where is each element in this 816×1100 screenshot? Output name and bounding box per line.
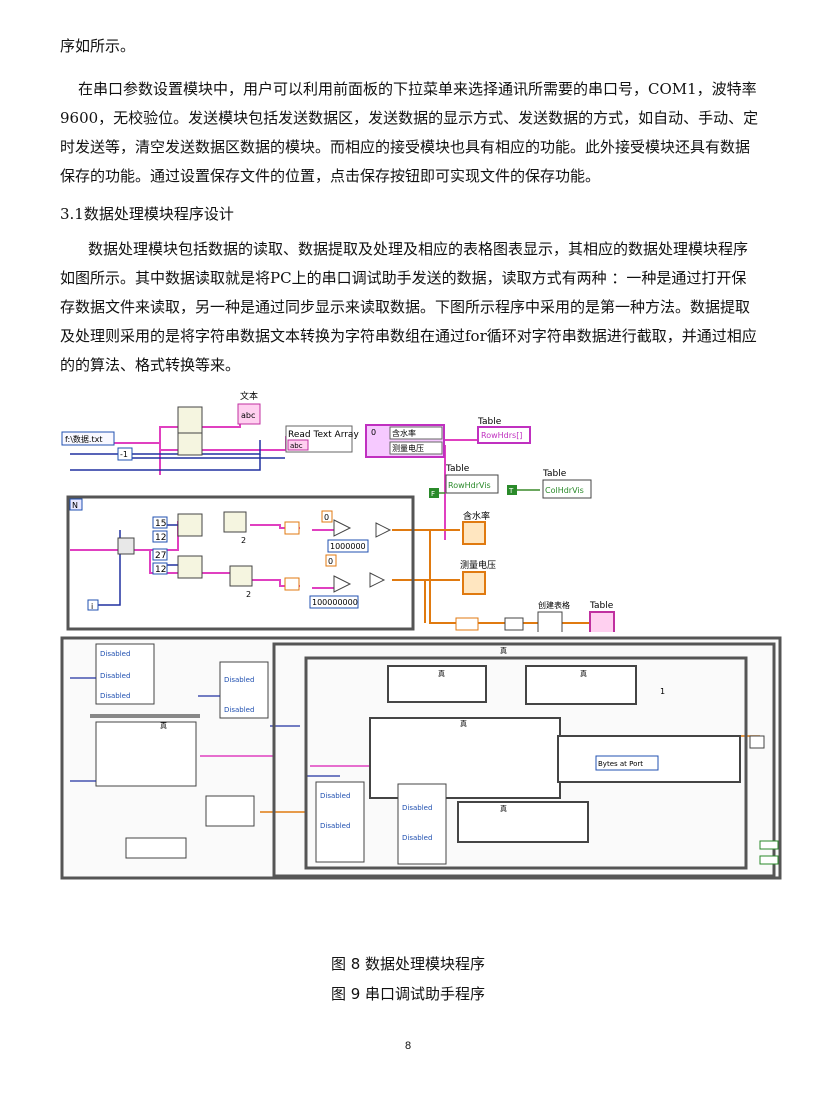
svg-text:F: F bbox=[431, 490, 435, 498]
svg-text:Disabled: Disabled bbox=[320, 792, 350, 800]
svg-text:Disabled: Disabled bbox=[224, 676, 254, 684]
svg-text:1: 1 bbox=[660, 687, 665, 696]
svg-text:Disabled: Disabled bbox=[100, 650, 130, 658]
node-bytes-at-port: Bytes at Port bbox=[598, 760, 643, 768]
array-item-ce-liang: 测量电压 bbox=[392, 443, 424, 453]
loop-index-terminal: i bbox=[91, 602, 93, 611]
svg-text:15: 15 bbox=[155, 519, 166, 529]
svg-text:0: 0 bbox=[324, 513, 329, 522]
svg-text:测量电压: 测量电压 bbox=[460, 559, 496, 571]
svg-text:真: 真 bbox=[500, 646, 507, 655]
indicator-text: abc bbox=[241, 411, 255, 420]
svg-text:12: 12 bbox=[155, 533, 166, 543]
property-colhdrvis: ColHdrVis bbox=[545, 486, 584, 495]
svg-text:2: 2 bbox=[246, 590, 251, 599]
svg-text:Disabled: Disabled bbox=[224, 706, 254, 714]
path-constant: f:\数据.txt bbox=[65, 434, 102, 444]
figure-8-block-diagram: 文本 abc f:\数据.txt -1 Read Text Array abc … bbox=[61, 390, 615, 632]
svg-text:Disabled: Disabled bbox=[100, 672, 130, 680]
label-wenben: 文本 bbox=[240, 390, 258, 402]
svg-text:Table: Table bbox=[445, 464, 470, 474]
svg-text:2: 2 bbox=[241, 536, 246, 545]
label-read-text-array: Read Text Array bbox=[288, 430, 359, 440]
constant-1000000: 1000000 bbox=[330, 542, 366, 551]
svg-text:Disabled: Disabled bbox=[100, 692, 130, 700]
page-number: 8 bbox=[404, 1040, 412, 1052]
svg-text:0: 0 bbox=[371, 428, 376, 437]
svg-text:Disabled: Disabled bbox=[402, 804, 432, 812]
svg-text:T: T bbox=[508, 487, 514, 495]
paragraph-serial-settings: 在串口参数设置模块中，用户可以利用前面板的下拉菜单来选择通讯所需要的串口号，CO… bbox=[60, 80, 759, 185]
property-rowhdrvis: RowHdrVis bbox=[448, 481, 491, 490]
svg-text:真: 真 bbox=[438, 669, 445, 678]
svg-text:abc: abc bbox=[290, 442, 303, 450]
label-chuang-jian: 创建表格 bbox=[538, 600, 570, 610]
constant-100000000: 100000000 bbox=[312, 598, 358, 607]
svg-text:真: 真 bbox=[460, 719, 467, 728]
property-rowhdrs: RowHdrs[] bbox=[481, 431, 522, 440]
svg-text:真: 真 bbox=[160, 721, 167, 730]
array-item-han-shui: 含水率 bbox=[392, 428, 416, 438]
svg-text:Disabled: Disabled bbox=[402, 834, 432, 842]
loop-count-terminal: N bbox=[72, 501, 78, 510]
svg-text:12: 12 bbox=[155, 565, 166, 575]
constant-neg1: -1 bbox=[120, 450, 128, 459]
svg-text:0: 0 bbox=[328, 557, 333, 566]
svg-text:Table: Table bbox=[589, 601, 614, 611]
section-heading-3-1: 3.1数据处理模块程序设计 bbox=[60, 205, 234, 223]
figure-9-block-diagram: Disabled Disabled Disabled Disabled Disa… bbox=[60, 636, 782, 880]
svg-text:真: 真 bbox=[580, 669, 587, 678]
caption-figure-8: 图 8 数据处理模块程序 bbox=[330, 955, 486, 973]
svg-text:Disabled: Disabled bbox=[320, 822, 350, 830]
svg-text:真: 真 bbox=[500, 804, 507, 813]
paragraph-data-processing: 数据处理模块包括数据的读取、数据提取及处理及相应的表格图表显示，其相应的数据处理… bbox=[60, 240, 757, 374]
svg-text:含水率: 含水率 bbox=[463, 510, 490, 522]
paragraph-intro: 序如所示。 bbox=[60, 37, 136, 55]
svg-text:Table: Table bbox=[477, 417, 502, 427]
svg-text:Table: Table bbox=[542, 469, 567, 479]
svg-text:27: 27 bbox=[155, 551, 166, 561]
caption-figure-9: 图 9 串口调试助手程序 bbox=[330, 985, 486, 1003]
